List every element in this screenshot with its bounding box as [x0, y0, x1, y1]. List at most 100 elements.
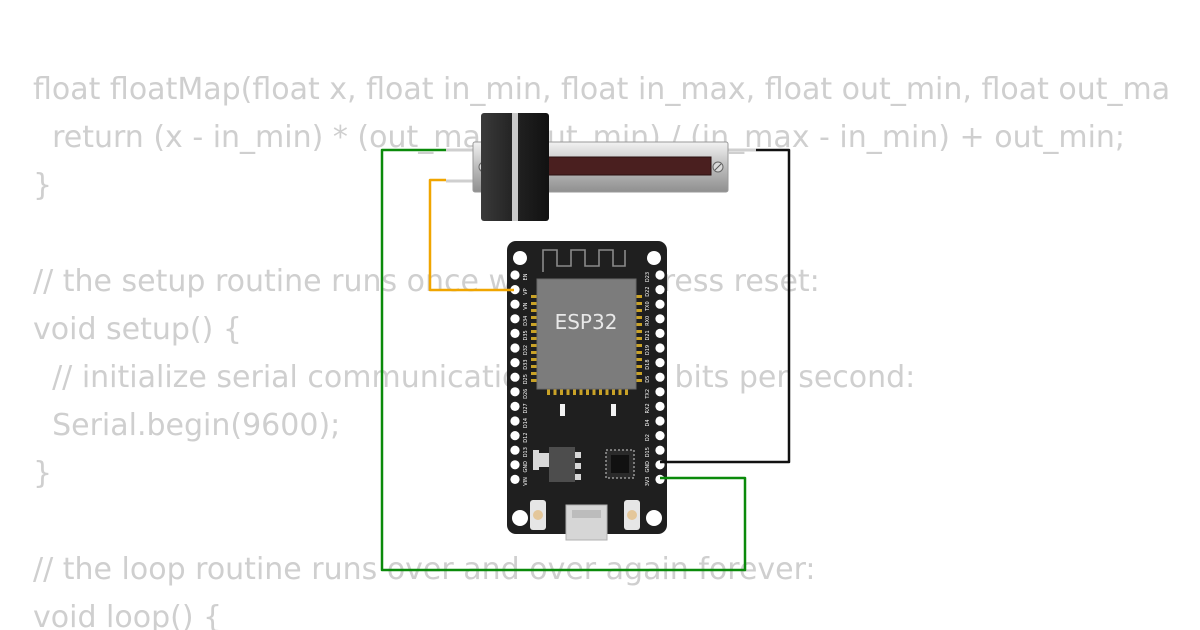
pin-label: D5 — [645, 376, 651, 383]
pin-d5[interactable] — [655, 372, 665, 382]
module-pad — [531, 365, 538, 368]
chip-pins — [531, 295, 642, 395]
code-line: } — [33, 168, 53, 203]
pin-label: VN — [523, 302, 529, 309]
pin-d26[interactable] — [510, 387, 520, 397]
module-pad — [635, 295, 642, 298]
code-line: // initialize serial communication at 96… — [33, 360, 916, 395]
pin-label: GND — [645, 461, 651, 473]
module-pad — [531, 344, 538, 347]
pin-d25[interactable] — [510, 372, 520, 382]
wire-orange-signal[interactable] — [428, 178, 514, 292]
pin-d14[interactable] — [510, 416, 520, 426]
module-pad — [553, 388, 557, 395]
led — [611, 404, 616, 416]
code-line: } — [33, 456, 53, 491]
module-pad — [531, 302, 538, 305]
module-pad — [547, 388, 550, 395]
pin-label: D27 — [523, 403, 529, 413]
module-pad — [573, 388, 576, 395]
pin-label: D12 — [523, 432, 529, 442]
module-pad — [635, 316, 642, 319]
button-cap — [627, 510, 637, 520]
left-pin-header[interactable]: ENVPVND34D35D32D33D25D26D27D14D12D13GNDV… — [510, 270, 529, 486]
pin-d13[interactable] — [510, 445, 520, 455]
esp32-board[interactable]: ESP32 ENVPVND34D35D32D33D25D26D27D14D12D… — [507, 241, 667, 541]
pin-d21[interactable] — [655, 328, 665, 338]
module-pad — [592, 388, 596, 395]
button-cap — [533, 510, 543, 520]
pot-knob-stripe — [512, 113, 518, 221]
pin-d27[interactable] — [510, 401, 520, 411]
module-pad — [618, 388, 622, 395]
module-pad — [635, 358, 642, 361]
pin-label: D35 — [523, 330, 529, 340]
regulator-pin — [533, 450, 539, 470]
pin-d4[interactable] — [655, 416, 665, 426]
module-pad — [566, 388, 570, 395]
pin-d35[interactable] — [510, 328, 520, 338]
right-pin-header[interactable]: D23D22TX0RX0D21D19D18D5TX2RX2D4D2D15GND3… — [645, 270, 665, 486]
wire-green-3v3[interactable] — [380, 148, 747, 572]
pin-d34[interactable] — [510, 314, 520, 324]
chip-label: ESP32 — [555, 310, 618, 334]
pin-d19[interactable] — [655, 343, 665, 353]
pin-d32[interactable] — [510, 343, 520, 353]
regulator-tab — [538, 453, 550, 467]
pin-gnd[interactable] — [510, 460, 520, 470]
module-pad — [579, 388, 583, 395]
mount-hole — [646, 510, 662, 526]
module-pad — [635, 302, 642, 305]
module-pad — [635, 372, 642, 375]
pin-d22[interactable] — [655, 285, 665, 295]
pin-vp[interactable] — [510, 285, 520, 295]
mount-hole — [512, 510, 528, 526]
pin-3v3[interactable] — [655, 474, 665, 484]
pin-d18[interactable] — [655, 358, 665, 368]
pin-d23[interactable] — [655, 270, 665, 280]
pin-en[interactable] — [510, 270, 520, 280]
module-pad — [625, 388, 628, 395]
pin-label: D32 — [523, 345, 529, 355]
module-pad — [635, 365, 642, 368]
pin-label: D4 — [645, 419, 651, 426]
module-pad — [531, 337, 538, 340]
module-pad — [635, 337, 642, 340]
code-line: void loop() { — [33, 600, 223, 630]
mount-hole — [647, 251, 661, 265]
pin-label: EN — [523, 273, 529, 280]
pin-rx0[interactable] — [655, 314, 665, 324]
pin-tx0[interactable] — [655, 299, 665, 309]
module-pad — [635, 323, 642, 326]
pin-vin[interactable] — [510, 474, 520, 484]
pin-label: D18 — [645, 359, 651, 369]
led — [560, 404, 565, 416]
module-pad — [635, 330, 642, 333]
pin-d12[interactable] — [510, 431, 520, 441]
code-line: void setup() { — [33, 312, 242, 347]
pin-d33[interactable] — [510, 358, 520, 368]
module-pad — [635, 351, 642, 354]
slide-potentiometer[interactable] — [446, 113, 756, 221]
pin-rx2[interactable] — [655, 401, 665, 411]
pin-label: D14 — [523, 418, 529, 428]
pin-vn[interactable] — [510, 299, 520, 309]
pot-track — [547, 156, 712, 176]
pin-d2[interactable] — [655, 431, 665, 441]
pin-d15[interactable] — [655, 445, 665, 455]
pin-label: VP — [523, 288, 529, 294]
pin-label: D34 — [523, 316, 529, 326]
module-pad — [531, 330, 538, 333]
module-pad — [605, 388, 609, 395]
wire-black-gnd[interactable] — [660, 148, 791, 464]
pin-label: D25 — [523, 374, 529, 384]
pin-label: RX0 — [645, 316, 651, 326]
voltage-regulator — [549, 447, 575, 482]
pin-label: 3V3 — [645, 477, 651, 487]
pin-label: D13 — [523, 447, 529, 457]
module-pad — [635, 309, 642, 312]
pin-tx2[interactable] — [655, 387, 665, 397]
module-pad — [531, 309, 538, 312]
module-pad — [612, 388, 615, 395]
